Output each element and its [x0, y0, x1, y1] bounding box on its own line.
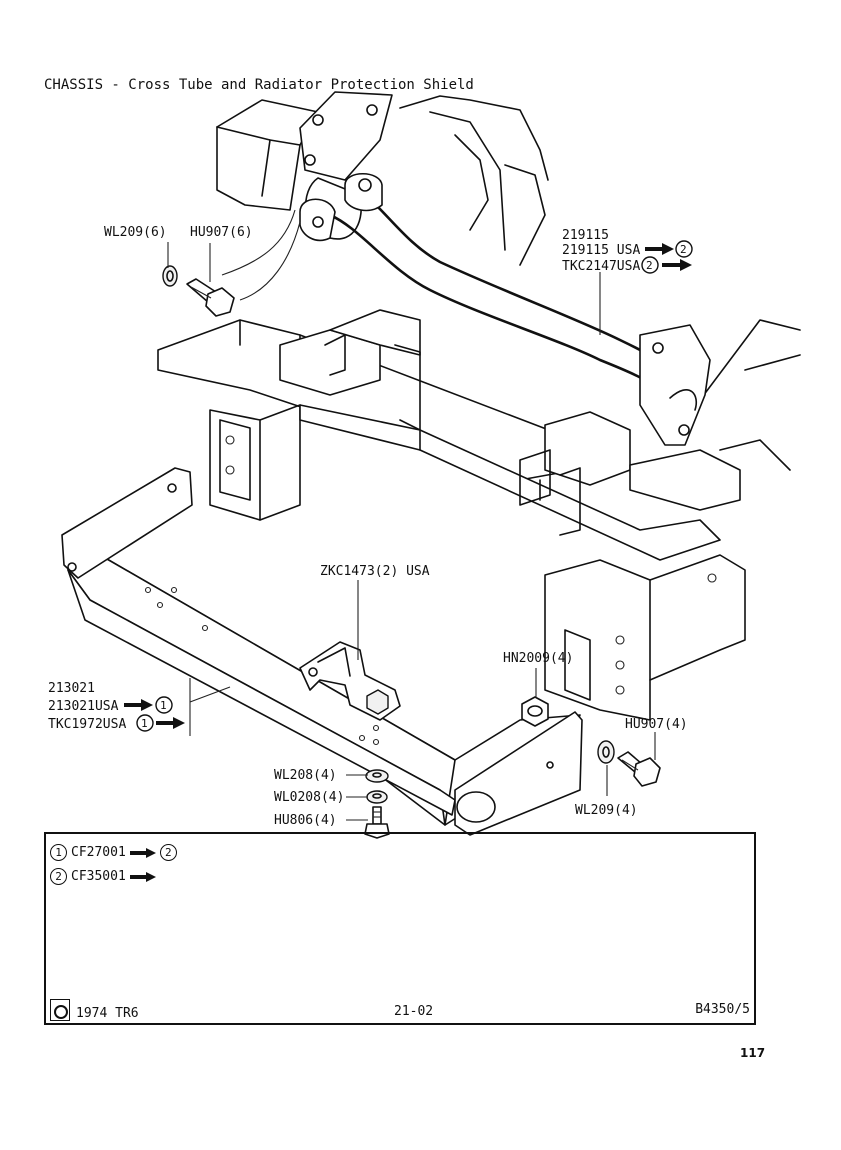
circled-number-icon: 1	[50, 844, 67, 861]
arrow-right-icon	[156, 717, 185, 729]
legend-row-1: 1 CF27001 2	[50, 844, 177, 861]
washer-wl209-top	[162, 265, 178, 287]
circled-number-icon: 2	[50, 868, 67, 885]
footer-ref: B4350/5	[695, 1002, 750, 1017]
svg-text:2: 2	[680, 243, 687, 256]
circled-number-icon: 2	[675, 240, 693, 258]
callout-wl209-6: WL209(6)	[104, 225, 167, 240]
washer-wl208	[365, 769, 389, 783]
svg-text:1: 1	[160, 699, 167, 712]
circled-number-icon: 1	[155, 696, 173, 714]
arrow-right-icon	[124, 699, 153, 711]
callout-213021-usa: 213021USA	[48, 699, 119, 714]
british-leyland-logo-icon	[50, 999, 70, 1021]
nut-hn2009	[521, 696, 549, 727]
footer-model: 1974 TR6	[50, 999, 139, 1021]
circled-number-icon: 2	[159, 844, 177, 861]
page-title: CHASSIS - Cross Tube and Radiator Protec…	[44, 77, 474, 93]
washer-wl0208	[366, 790, 388, 804]
arrow-right-icon	[129, 847, 156, 858]
legend-row-2: 2 CF35001	[50, 868, 156, 885]
callout-tkc2147: TKC2147USA	[562, 259, 640, 274]
cross-tube	[299, 91, 711, 446]
page-number: 117	[740, 1046, 766, 1060]
footer-model-text: 1974 TR6	[76, 1006, 139, 1021]
circled-number-icon: 2	[641, 256, 659, 274]
arrow-right-icon	[662, 259, 692, 271]
leader-lines	[167, 209, 656, 821]
callout-219115-usa: 219115 USA	[562, 243, 640, 258]
callout-wl208: WL208(4)	[274, 768, 337, 783]
callout-wl209-4: WL209(4)	[575, 803, 638, 818]
legend-panel: 1 CF27001 2 2 CF35001 1974 TR6 21-02 B43…	[44, 832, 756, 1025]
bolt-hu907-top	[186, 278, 235, 317]
legend-chassis-number-1: CF27001	[71, 845, 126, 860]
svg-text:1: 1	[141, 717, 148, 730]
arrow-right-icon	[129, 871, 156, 882]
washer-wl209-right	[597, 740, 615, 764]
callout-labels: WL209(6) HU907(6) 219115 219115 USA 2 TK…	[48, 225, 693, 828]
protection-shield	[61, 467, 583, 836]
callout-hu907-6: HU907(6)	[190, 225, 253, 240]
callout-hu806: HU806(4)	[274, 813, 337, 828]
footer-section: 21-02	[394, 1004, 434, 1019]
legend-chassis-number-2: CF35001	[71, 869, 126, 884]
callout-213021: 213021	[48, 681, 95, 696]
arrow-right-icon	[645, 243, 674, 255]
callout-tkc1972: TKC1972USA	[48, 717, 126, 732]
callout-hu907-4: HU907(4)	[625, 717, 688, 732]
svg-text:2: 2	[646, 259, 653, 272]
bolt-hu907-right	[617, 751, 661, 787]
callout-hn2009: HN2009(4)	[503, 651, 573, 666]
chassis-frame	[157, 95, 801, 721]
callout-zkc1473: ZKC1473(2) USA	[320, 564, 430, 579]
callout-219115: 219115	[562, 228, 609, 243]
circled-number-icon: 1	[136, 714, 154, 732]
callout-wl0208: WL0208(4)	[274, 790, 344, 805]
